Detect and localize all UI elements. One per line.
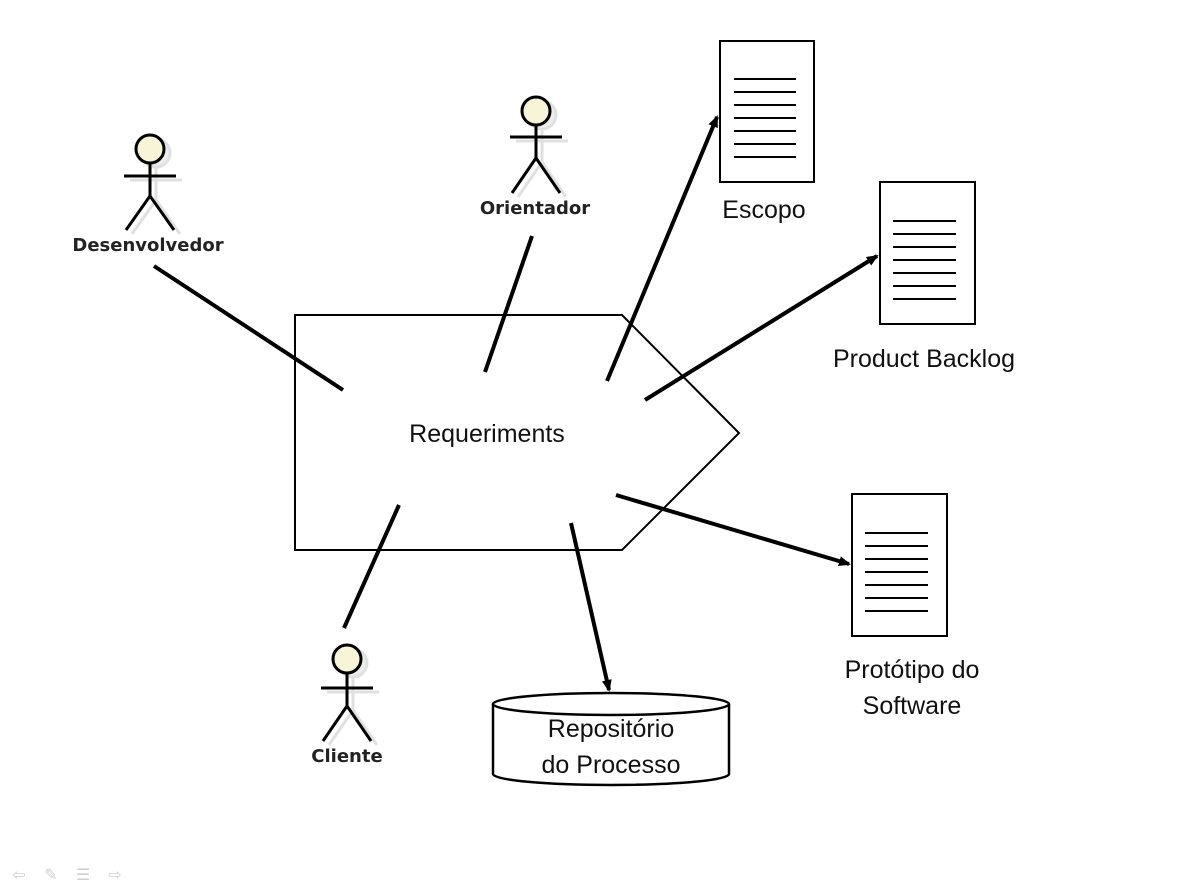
document-prototype-label-line2: Software [863, 692, 962, 720]
document-backlog-label: Product Backlog [833, 345, 1015, 373]
document-prototype[interactable]: Protótipo do Software [845, 493, 980, 720]
document-scope[interactable]: Escopo [719, 40, 815, 224]
document-prototype-label-line1: Protótipo do [845, 656, 980, 684]
repository-label-line1: Repositório [548, 715, 674, 743]
actor-advisor-icon [510, 95, 568, 198]
document-scope-label: Escopo [722, 196, 805, 224]
flow-to-repository [569, 522, 612, 692]
slide-nav-bar: ⇦ ✎ ☰ ⇨ [8, 866, 126, 884]
actor-developer[interactable]: Desenvolvedor [72, 133, 224, 256]
flow-to-backlog [643, 254, 879, 402]
document-backlog[interactable]: Product Backlog [833, 181, 1015, 373]
actor-client[interactable]: Cliente [311, 643, 383, 767]
process-label: Requeriments [409, 420, 565, 448]
flow-to-scope [605, 115, 719, 382]
actor-client-icon [321, 643, 379, 746]
actor-developer-label: Desenvolvedor [72, 235, 223, 256]
arrow-left-icon[interactable]: ⇦ [12, 865, 26, 884]
repository-label-line2: do Processo [542, 751, 681, 779]
arrow-right-icon[interactable]: ⇨ [108, 865, 122, 884]
actor-advisor[interactable]: Orientador [480, 95, 590, 219]
process-repository[interactable]: Repositório do Processo [491, 691, 731, 787]
requirements-process[interactable]: Requeriments [294, 314, 741, 551]
actor-client-label: Cliente [311, 746, 382, 767]
association-advisor [483, 235, 534, 373]
association-developer [152, 264, 345, 392]
flow-to-prototype [615, 493, 851, 566]
actor-advisor-label: Orientador [480, 198, 590, 219]
document-backlog-icon [879, 181, 976, 325]
document-prototype-icon [851, 493, 948, 637]
actor-developer-icon [124, 133, 182, 235]
pen-icon[interactable]: ✎ [44, 865, 58, 884]
database-icon [491, 691, 731, 787]
document-scope-icon [719, 40, 815, 183]
association-client [342, 504, 401, 629]
menu-icon[interactable]: ☰ [75, 865, 91, 884]
